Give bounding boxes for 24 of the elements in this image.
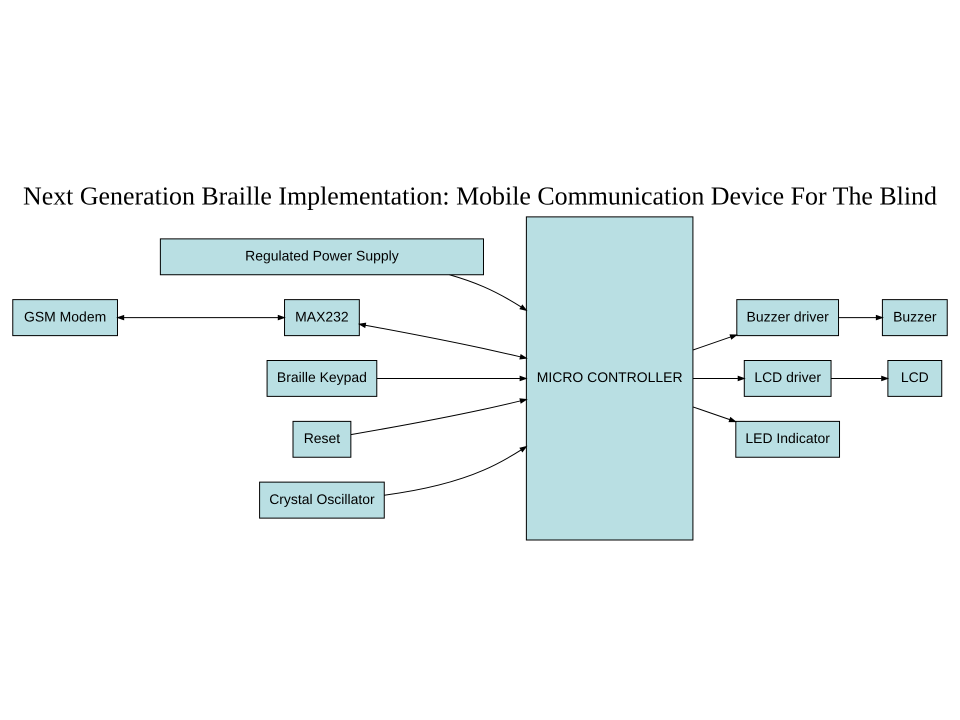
node-box: LED Indicator [735,420,840,458]
diagram-title: Next Generation Braille Implementation: Mobile Communication Device For The Blind [23,182,937,211]
arrow [838,314,884,320]
node-box: GSM Modem [12,299,118,336]
arrow [350,398,528,436]
arrow [692,406,737,422]
node-box: Buzzer [882,299,948,336]
arrow [692,334,738,350]
arrow [358,322,528,360]
node-box: Crystal Oscillator [259,482,385,519]
arrow [116,314,286,320]
arrow [830,376,890,382]
node-box: MICRO CONTROLLER [526,216,694,540]
node-box: MAX232 [284,299,360,336]
node-box: Reset [292,420,352,458]
node-box: LCD [887,360,942,397]
node-box: Braille Keypad [266,360,378,397]
arrow [448,274,528,312]
arrow [692,376,746,382]
node-box: LCD driver [744,360,832,397]
node-box: Buzzer driver [736,299,840,336]
arrow [384,446,528,496]
arrow [376,376,528,382]
node-box: Regulated Power Supply [160,238,484,276]
